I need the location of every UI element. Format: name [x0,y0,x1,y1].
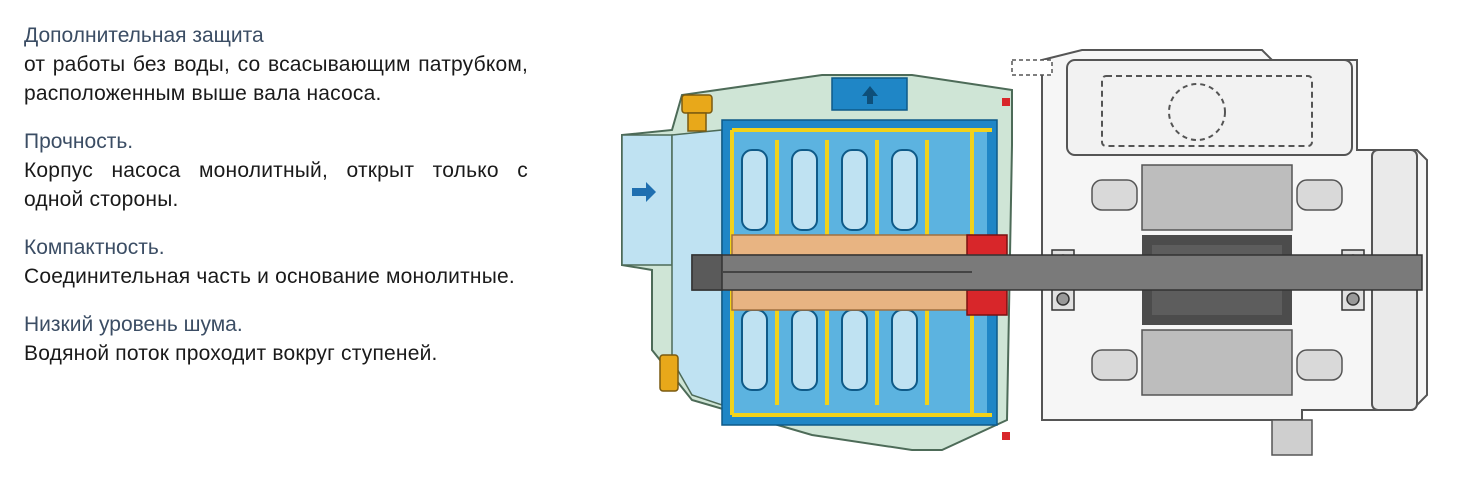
feature-low-noise: Низкий уровень шума. Водяной поток прохо… [24,311,528,368]
impeller-hubs [731,234,973,311]
feature-body: Корпус насоса монолитный, открыт только … [24,159,528,211]
pump-cutaway-illustration [612,40,1452,470]
feature-title: Прочность. [24,130,134,153]
feature-dry-run-protection: Дополнительная защита от работы без воды… [24,22,528,108]
feature-list: Дополнительная защита от работы без воды… [24,22,528,388]
motor-foot [1271,419,1313,456]
pump-shaft [691,254,1423,291]
terminal-box-hint [1011,59,1053,76]
brass-plugs [659,94,713,392]
pump-cutaway-svg [621,49,1428,456]
feature-title: Дополнительная защита [24,24,264,47]
arrow-right-icon [632,182,656,202]
diffuser-vanes [741,149,918,391]
feature-title: Низкий уровень шума. [24,313,243,336]
feature-body: Соединительная часть и основание монолит… [24,265,515,288]
feature-title: Компактность. [24,236,165,259]
feature-body: Водяной поток проходит вокруг ступеней. [24,342,438,365]
feature-compactness: Компактность. Соединительная часть и осн… [24,234,528,291]
arrow-up-icon [862,86,878,104]
outlet-channel [831,77,908,111]
feature-body: от работы без воды, со всасывающим патру… [24,53,528,105]
feature-strength: Прочность. Корпус насоса монолитный, отк… [24,128,528,214]
